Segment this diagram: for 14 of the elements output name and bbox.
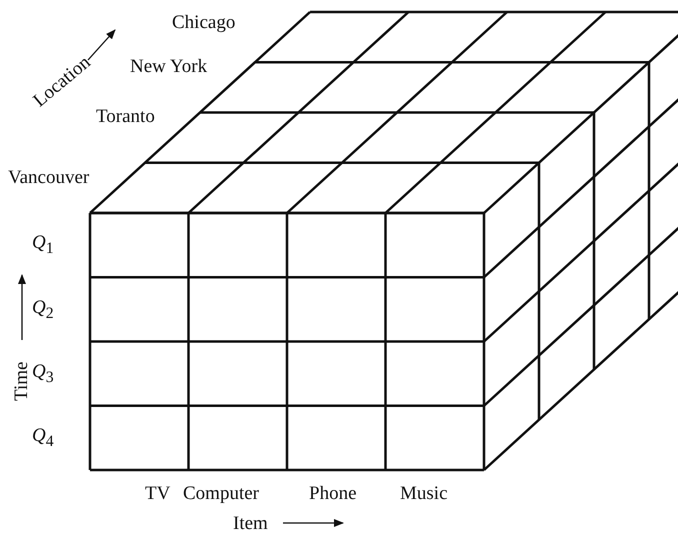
location-label: Chicago [172, 13, 236, 32]
location-label: Toranto [96, 107, 155, 126]
item-label: Computer [183, 484, 259, 503]
item-label: TV [145, 484, 170, 503]
location-label: New York [130, 57, 208, 76]
item-label: Phone [309, 484, 356, 503]
axis-label: Item [233, 514, 268, 533]
quarter-label: Q$_{3}$ [32, 362, 54, 386]
quarter-label: Q$_{1}$ [32, 233, 54, 257]
quarter-label: Q$_{4}$ [32, 426, 54, 450]
location-label: Vancouver [8, 168, 90, 187]
item-label: Music [400, 484, 448, 503]
quarter-label: Q$_{2}$ [32, 298, 54, 322]
axis-label: Time [12, 362, 31, 401]
